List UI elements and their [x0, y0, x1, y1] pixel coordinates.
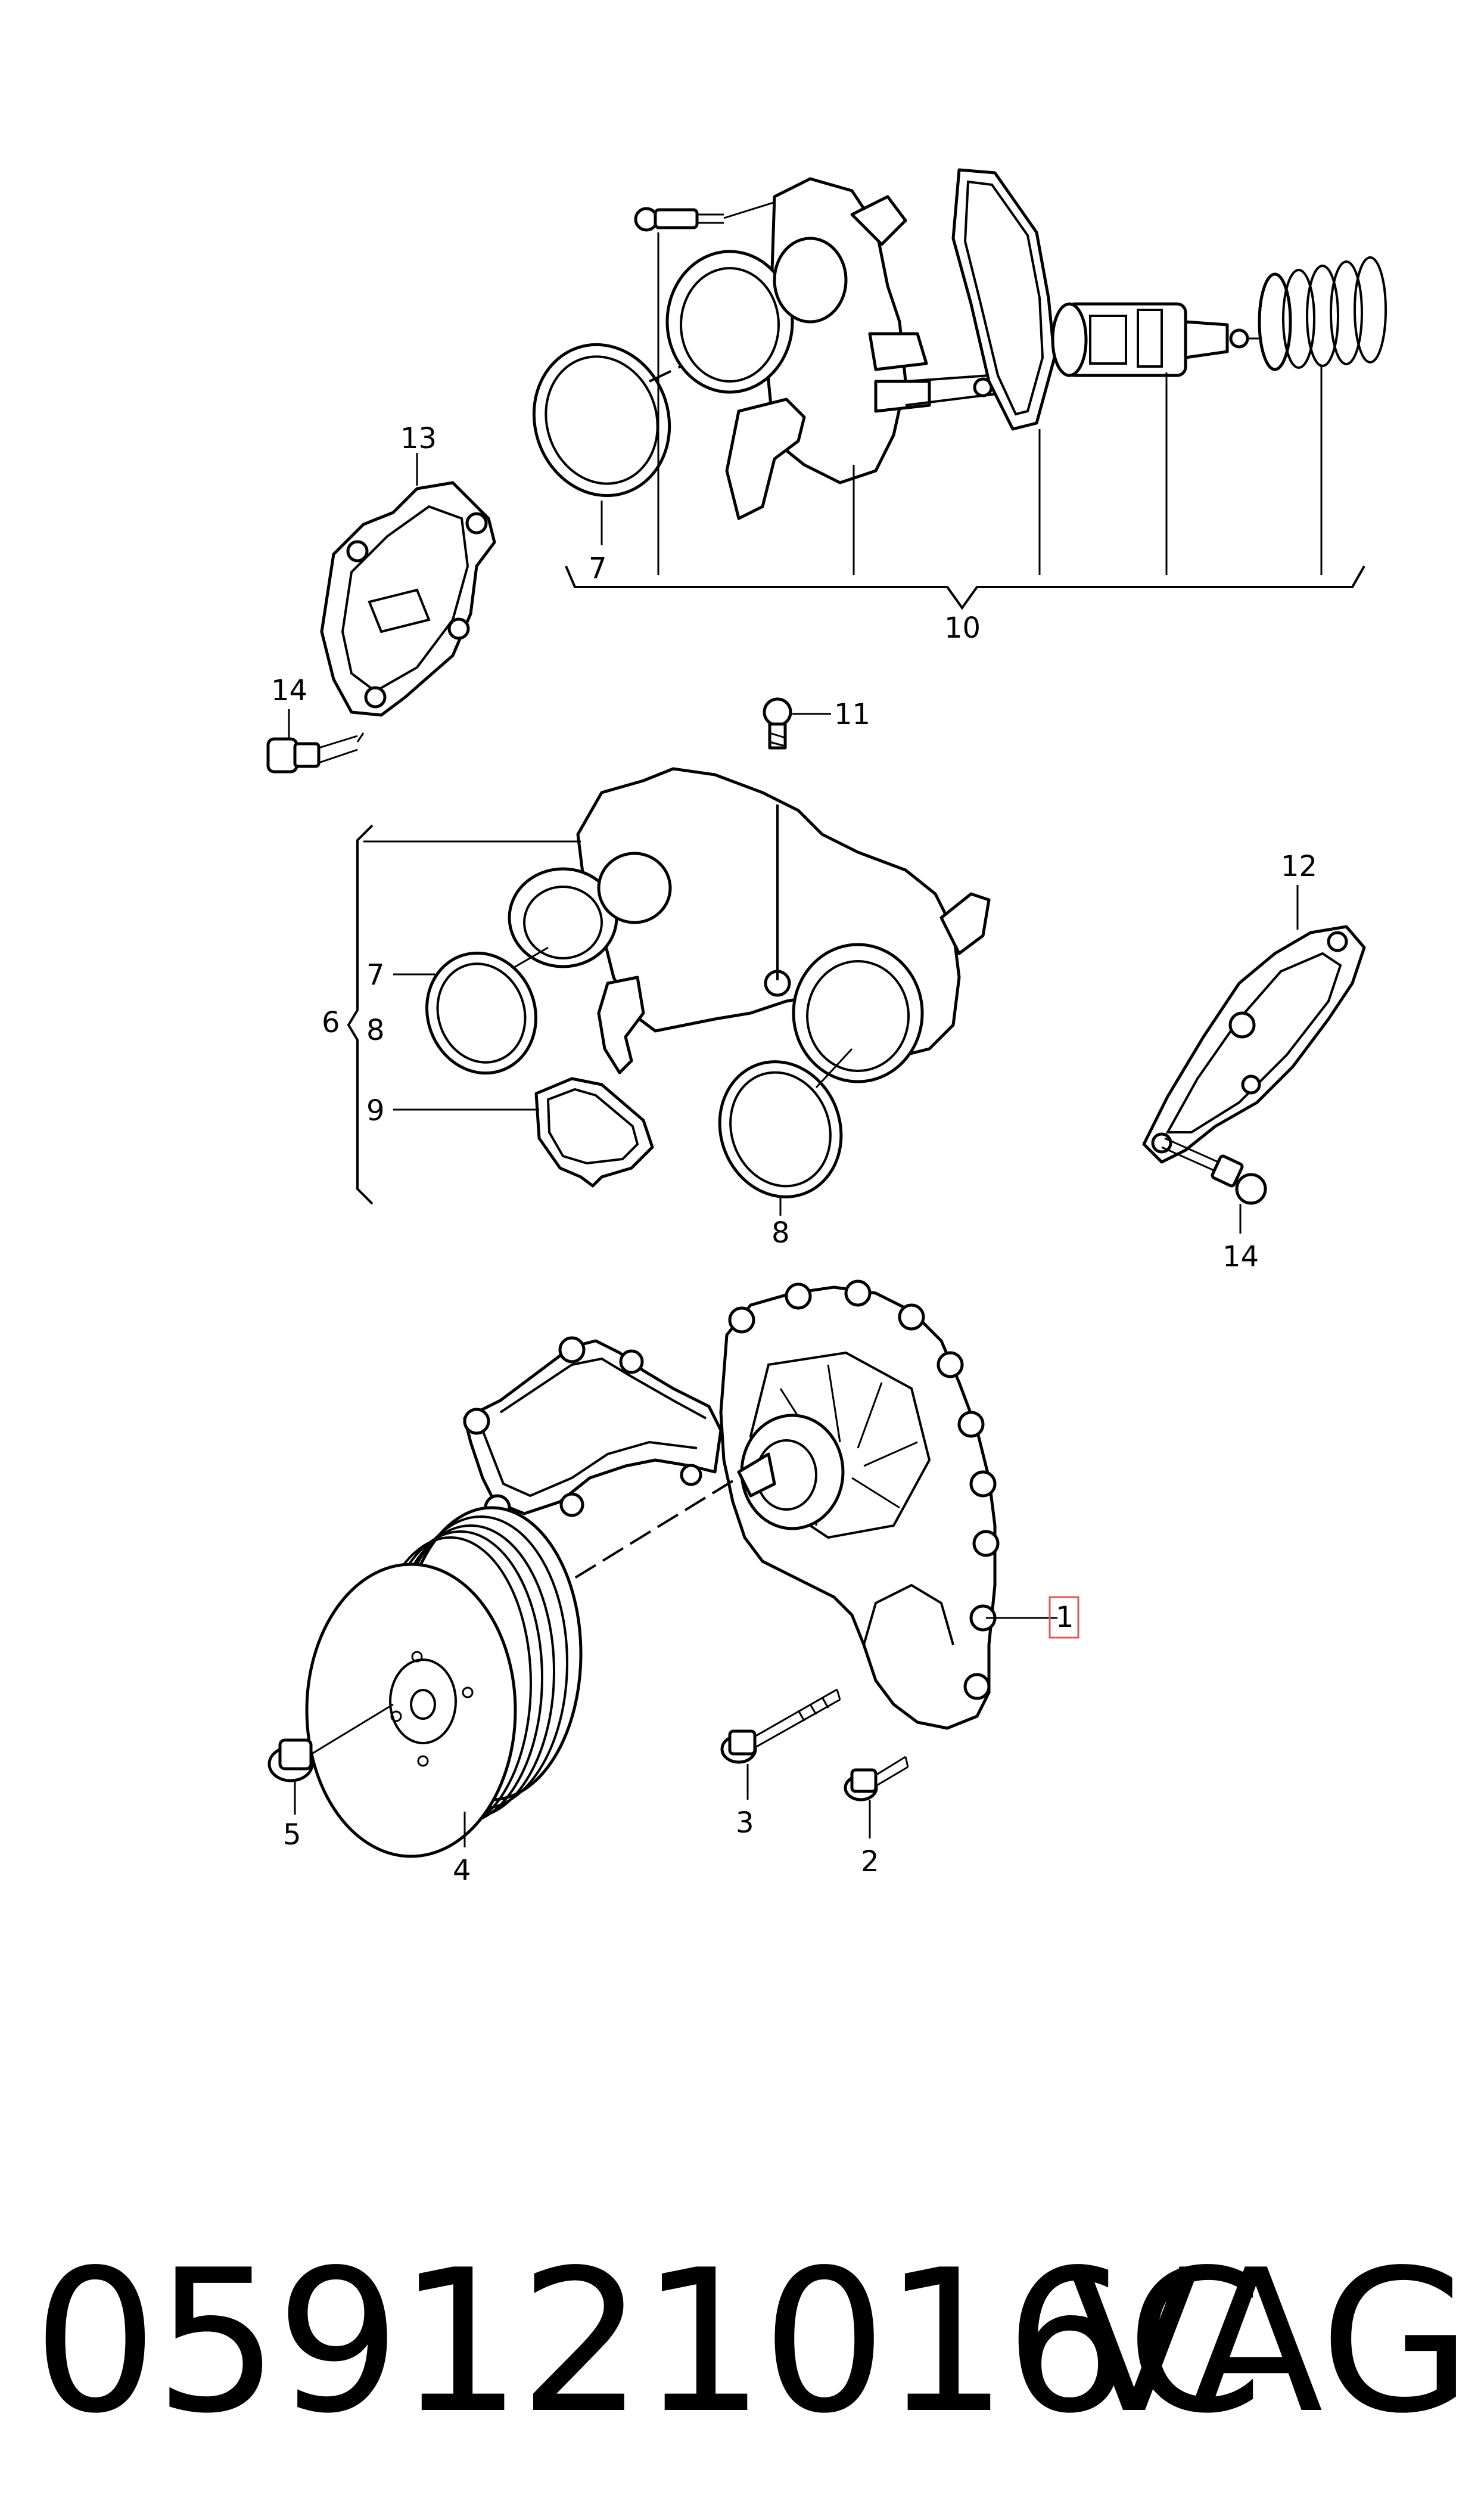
cover-12 [1142, 925, 1366, 1164]
housing-cover-13 [320, 481, 496, 717]
callout-10: 10 [944, 611, 981, 645]
bolt-14-upper [266, 735, 358, 774]
callout-1: 1 [1056, 1601, 1074, 1634]
callout-6: 6 [322, 1006, 340, 1039]
footer: 059121016C VAG [0, 2217, 1484, 2467]
bolt-2 [844, 1756, 909, 1801]
bolt-3 [720, 1688, 841, 1764]
bolt-11 [763, 697, 792, 750]
callout-14-right: 14 [1222, 1240, 1259, 1274]
callout-2: 2 [861, 1845, 879, 1878]
o-ring-7-mid [425, 951, 537, 1075]
callout-7-top: 7 [589, 552, 607, 585]
callout-8-bottom: 8 [771, 1216, 790, 1250]
o-ring-8 [718, 1060, 843, 1198]
callout-11: 11 [834, 698, 870, 731]
thermostat-spring [1258, 256, 1387, 371]
thermostat-insert [1051, 302, 1263, 377]
o-ring-7-top [532, 343, 671, 498]
callout-7-mid: 7 [366, 958, 385, 992]
callout-1-box [1049, 1596, 1079, 1639]
callout-9: 9 [366, 1094, 385, 1128]
thermostat-gasket [951, 168, 1056, 431]
coolant-housing-6 [508, 767, 991, 1083]
callout-3: 3 [736, 1806, 754, 1840]
callout-12: 12 [1281, 850, 1317, 883]
callout-14-upper: 14 [271, 674, 307, 707]
callout-8-left: 8 [366, 1014, 385, 1047]
exploded-parts-diagram: 7 10 13 14 11 [266, 168, 1387, 1887]
callout-4: 4 [453, 1854, 471, 1887]
thermostat-assembly [532, 168, 1387, 610]
callout-13: 13 [400, 422, 437, 455]
pulley-bolt-5 [267, 1703, 394, 1782]
pulley-4 [305, 1506, 583, 1858]
part-number: 059121016C [33, 2228, 1264, 2456]
brand-name: VAG [1066, 2228, 1472, 2456]
housing-bolt [634, 207, 724, 232]
bolt-14-right [1161, 1137, 1267, 1205]
callout-5: 5 [283, 1818, 301, 1852]
water-pump [463, 1279, 1000, 1730]
thermostat-housing [665, 177, 1003, 520]
